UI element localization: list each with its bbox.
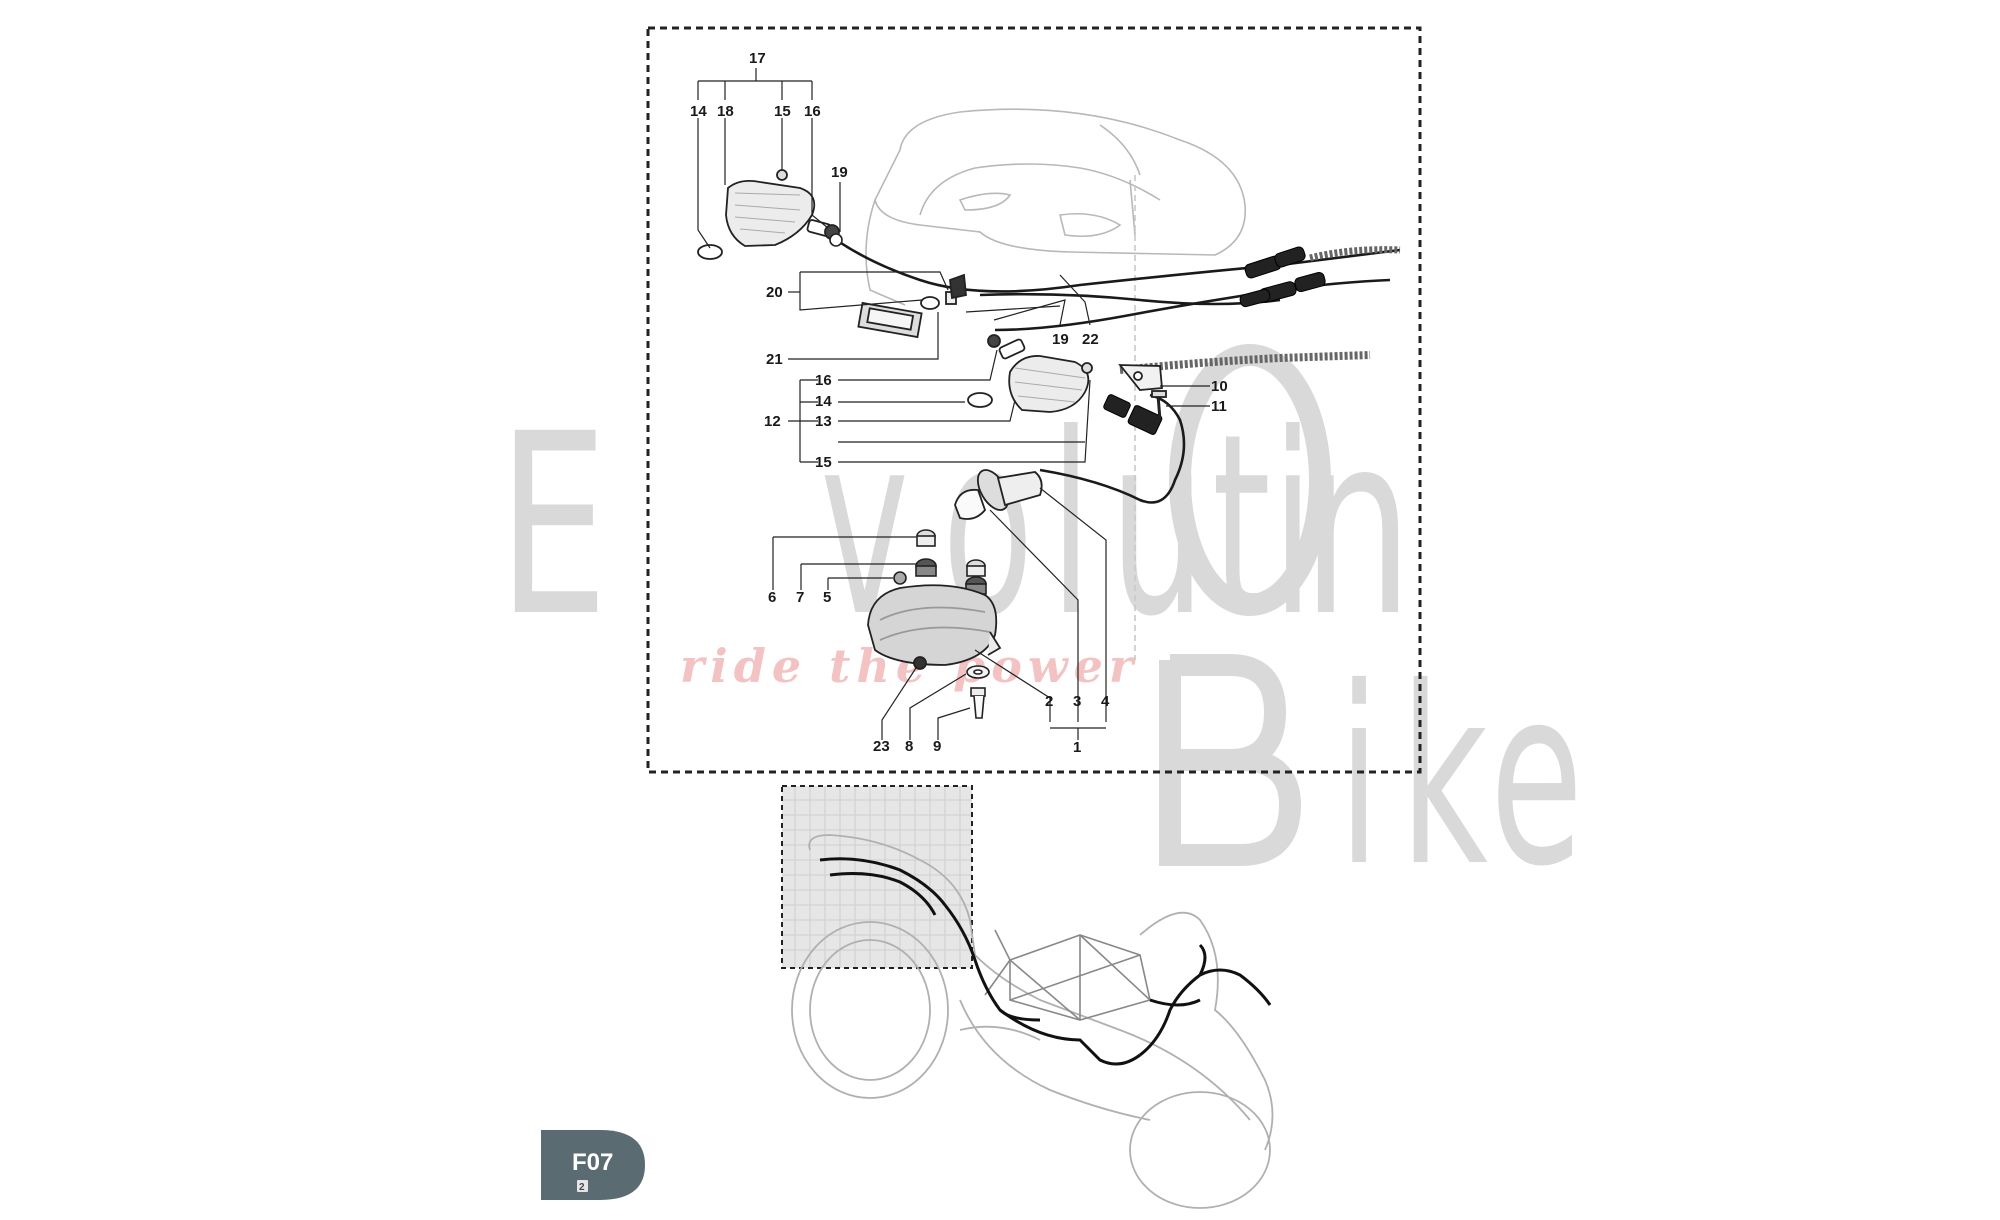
overview-motorcycle	[791, 834, 1274, 1209]
callout-19: 19	[1052, 331, 1069, 348]
part-19-nut	[829, 233, 843, 247]
callout-9: 9	[933, 738, 941, 755]
page-sub: 2	[579, 1182, 585, 1193]
callout-12: 12	[764, 413, 781, 430]
page-sub-box	[577, 1180, 588, 1192]
braided-harness-2	[1309, 246, 1401, 262]
callout-23: 23	[873, 738, 890, 755]
callout-14: 14	[690, 103, 707, 120]
watermark-big-b	[1159, 654, 1302, 866]
washer-screw-8-9	[966, 665, 990, 719]
tail-bulb-holder	[954, 469, 1043, 520]
page-code: F07	[572, 1149, 613, 1176]
detail-frame	[646, 26, 1422, 774]
callout-20: 20	[766, 284, 783, 301]
callout-15: 15	[774, 103, 791, 120]
callout-4: 4	[1101, 693, 1110, 710]
callout-21: 21	[766, 351, 783, 368]
overview-frame	[984, 929, 1151, 1021]
callout-11: 11	[1211, 398, 1227, 415]
watermark-big-o	[1169, 344, 1331, 616]
callout-8: 8	[905, 738, 913, 755]
callout-16: 16	[804, 103, 821, 120]
leader-lines	[697, 68, 1210, 740]
watermark-letter: E	[498, 380, 609, 671]
overview-harness	[819, 857, 1272, 1066]
callout-2: 2	[1045, 693, 1053, 710]
left-indicator	[697, 169, 840, 260]
callout-5: 5	[823, 589, 831, 606]
wire-connectors	[1103, 246, 1326, 435]
callout-7: 7	[796, 589, 804, 606]
watermark-letter: l	[1050, 380, 1092, 671]
watermark-letter: e	[1490, 636, 1583, 921]
callout-18: 18	[717, 103, 734, 120]
callout-13: 13	[815, 413, 832, 430]
grommets	[893, 529, 987, 595]
callout-19: 19	[831, 164, 848, 181]
callout-15: 15	[815, 454, 832, 471]
bracket-10-11	[1118, 364, 1167, 421]
braided-harness	[1119, 351, 1371, 374]
plate-light	[857, 273, 967, 339]
tail-lamp	[867, 584, 1002, 670]
callout-3: 3	[1073, 693, 1081, 710]
watermark-letter: k	[1400, 636, 1488, 921]
watermark-letter: t	[1212, 380, 1271, 671]
page-badge: F07 2	[541, 1130, 645, 1200]
watermark: E v o l u t i n i k e ride the power	[498, 344, 1583, 921]
watermark-letter: i	[1338, 636, 1380, 921]
callout-6: 6	[768, 589, 776, 606]
callout-17: 17	[749, 50, 766, 67]
callouts: 17 14 18 15 16 19 20 21 19 22 16 14 12 1…	[690, 50, 1228, 756]
callout-10: 10	[1211, 378, 1228, 395]
page-badge-shape	[541, 1130, 645, 1200]
callout-22: 22	[1082, 331, 1099, 348]
callout-1: 1	[1073, 739, 1081, 756]
right-indicator	[967, 334, 1093, 413]
callout-14: 14	[815, 393, 832, 410]
callout-16: 16	[815, 372, 832, 389]
